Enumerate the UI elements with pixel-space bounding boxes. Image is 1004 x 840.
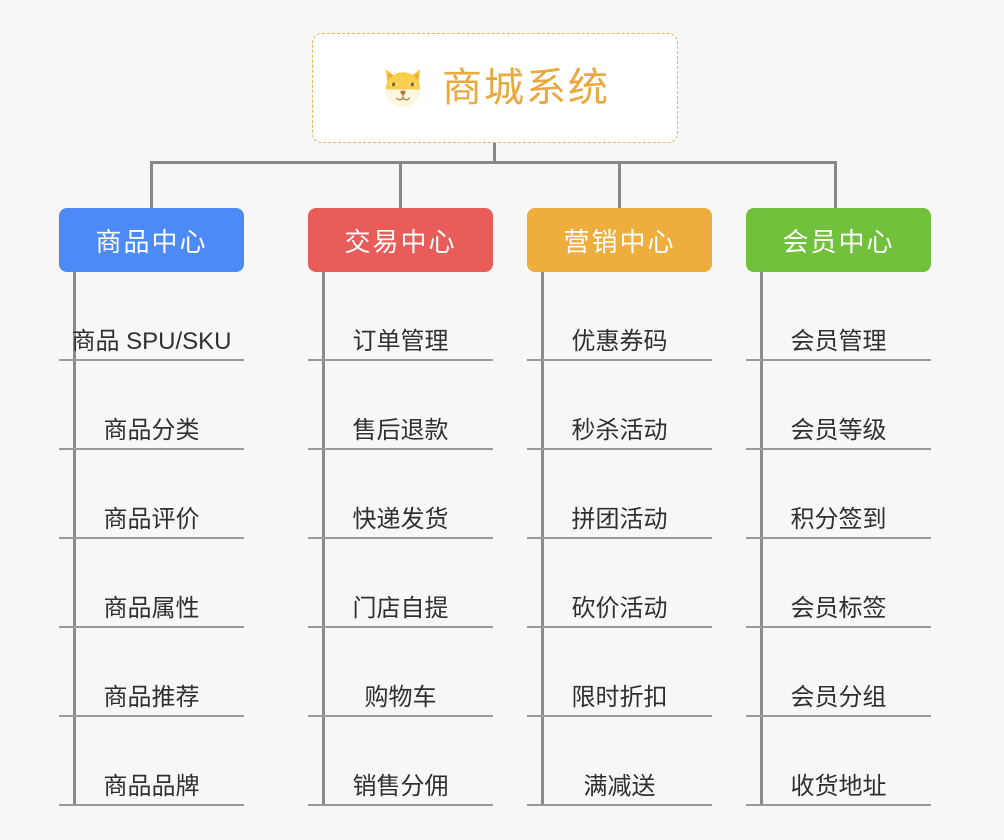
leaf-label: 会员分组 bbox=[790, 684, 887, 712]
leaf-label: 拼团活动 bbox=[571, 506, 668, 534]
branch-spine-4 bbox=[760, 272, 763, 806]
leaf-label: 商品分类 bbox=[103, 417, 200, 445]
branch-spine-1 bbox=[73, 272, 76, 806]
branch-title-2: 交易中心 bbox=[344, 226, 457, 257]
connector-drop-4 bbox=[834, 161, 837, 209]
leaf-label: 限时折扣 bbox=[571, 684, 668, 712]
branch-column-2: 交易中心 订单管理 售后退款 快递发货 门店自提 购物车 销售分佣 bbox=[308, 208, 493, 806]
root-title: 商城系统 bbox=[442, 66, 610, 110]
leaf-label: 会员等级 bbox=[790, 417, 887, 445]
leaf-label: 销售分佣 bbox=[352, 773, 449, 801]
branch-column-1: 商品中心 商品 SPU/SKU 商品分类 商品评价 商品属性 商品推荐 商品品牌 bbox=[59, 208, 244, 806]
leaf-label: 商品品牌 bbox=[103, 773, 200, 801]
branch-header-1[interactable]: 商品中心 bbox=[59, 208, 244, 272]
branch-title-4: 会员中心 bbox=[782, 226, 895, 257]
leaf-list-3: 优惠券码 秒杀活动 拼团活动 砍价活动 限时折扣 满减送 bbox=[527, 272, 712, 806]
connector-horizontal-bus bbox=[150, 161, 834, 164]
leaf-label: 售后退款 bbox=[352, 417, 449, 445]
leaf-label: 秒杀活动 bbox=[571, 417, 668, 445]
leaf-label: 商品评价 bbox=[103, 506, 200, 534]
leaf-label: 砍价活动 bbox=[571, 595, 668, 623]
leaf-item[interactable]: 满减送 bbox=[527, 717, 712, 806]
branch-title-3: 营销中心 bbox=[563, 226, 676, 257]
leaf-item[interactable]: 会员等级 bbox=[746, 361, 931, 450]
leaf-label: 快递发货 bbox=[352, 506, 449, 534]
branch-header-3[interactable]: 营销中心 bbox=[527, 208, 712, 272]
leaf-label: 会员标签 bbox=[790, 595, 887, 623]
connector-drop-2 bbox=[399, 161, 402, 209]
branch-column-4: 会员中心 会员管理 会员等级 积分签到 会员标签 会员分组 收货地址 bbox=[746, 208, 931, 806]
leaf-item[interactable]: 商品推荐 bbox=[59, 628, 244, 717]
leaf-label: 积分签到 bbox=[790, 506, 887, 534]
leaf-item[interactable]: 门店自提 bbox=[308, 539, 493, 628]
branch-spine-3 bbox=[541, 272, 544, 806]
leaf-label: 购物车 bbox=[364, 684, 437, 712]
leaf-label: 满减送 bbox=[583, 773, 656, 801]
leaf-item[interactable]: 商品评价 bbox=[59, 450, 244, 539]
leaf-list-1: 商品 SPU/SKU 商品分类 商品评价 商品属性 商品推荐 商品品牌 bbox=[59, 272, 244, 806]
branch-header-2[interactable]: 交易中心 bbox=[308, 208, 493, 272]
leaf-label: 订单管理 bbox=[352, 328, 449, 356]
leaf-item[interactable]: 优惠券码 bbox=[527, 272, 712, 361]
connector-root-stem bbox=[493, 143, 496, 163]
branch-header-4[interactable]: 会员中心 bbox=[746, 208, 931, 272]
leaf-item[interactable]: 会员标签 bbox=[746, 539, 931, 628]
leaf-item[interactable]: 售后退款 bbox=[308, 361, 493, 450]
leaf-label: 收货地址 bbox=[790, 773, 887, 801]
leaf-label: 门店自提 bbox=[352, 595, 449, 623]
root-node[interactable]: 商城系统 bbox=[312, 33, 678, 143]
leaf-item[interactable]: 会员分组 bbox=[746, 628, 931, 717]
leaf-item[interactable]: 收货地址 bbox=[746, 717, 931, 806]
leaf-label: 商品推荐 bbox=[103, 684, 200, 712]
branch-column-3: 营销中心 优惠券码 秒杀活动 拼团活动 砍价活动 限时折扣 满减送 bbox=[527, 208, 712, 806]
leaf-item[interactable]: 商品分类 bbox=[59, 361, 244, 450]
leaf-item[interactable]: 商品 SPU/SKU bbox=[59, 272, 244, 361]
leaf-item[interactable]: 订单管理 bbox=[308, 272, 493, 361]
leaf-item[interactable]: 砍价活动 bbox=[527, 539, 712, 628]
leaf-item[interactable]: 积分签到 bbox=[746, 450, 931, 539]
leaf-item[interactable]: 会员管理 bbox=[746, 272, 931, 361]
connector-drop-3 bbox=[618, 161, 621, 209]
leaf-label: 会员管理 bbox=[790, 328, 887, 356]
connector-drop-1 bbox=[150, 161, 153, 209]
leaf-item[interactable]: 商品品牌 bbox=[59, 717, 244, 806]
leaf-item[interactable]: 拼团活动 bbox=[527, 450, 712, 539]
leaf-label: 商品 SPU/SKU bbox=[71, 328, 232, 356]
leaf-item[interactable]: 购物车 bbox=[308, 628, 493, 717]
leaf-item[interactable]: 快递发货 bbox=[308, 450, 493, 539]
leaf-item[interactable]: 秒杀活动 bbox=[527, 361, 712, 450]
leaf-item[interactable]: 销售分佣 bbox=[308, 717, 493, 806]
leaf-list-2: 订单管理 售后退款 快递发货 门店自提 购物车 销售分佣 bbox=[308, 272, 493, 806]
branch-spine-2 bbox=[322, 272, 325, 806]
leaf-item[interactable]: 商品属性 bbox=[59, 539, 244, 628]
branch-title-1: 商品中心 bbox=[95, 226, 208, 257]
leaf-item[interactable]: 限时折扣 bbox=[527, 628, 712, 717]
shiba-dog-face-icon bbox=[385, 69, 421, 107]
leaf-label: 商品属性 bbox=[103, 595, 200, 623]
leaf-label: 优惠券码 bbox=[571, 328, 668, 356]
leaf-list-4: 会员管理 会员等级 积分签到 会员标签 会员分组 收货地址 bbox=[746, 272, 931, 806]
